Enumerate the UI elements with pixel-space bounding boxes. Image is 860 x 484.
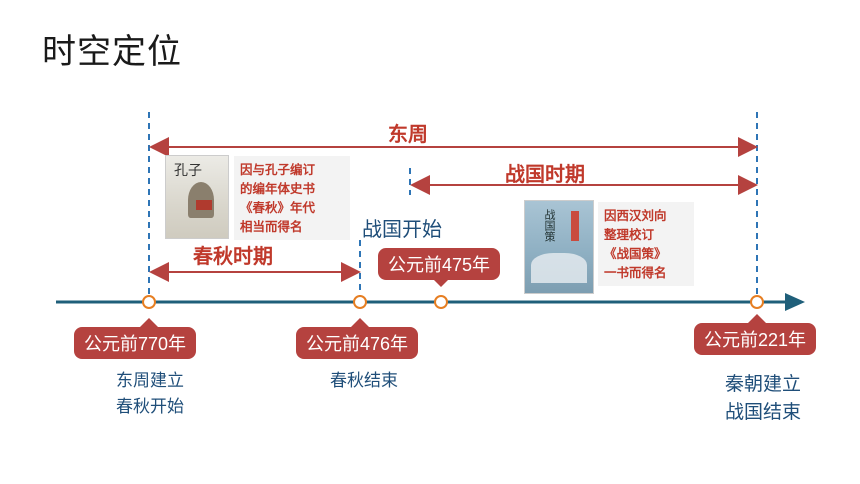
- date-pill-476-tail: [351, 318, 369, 327]
- event-476: 春秋结束: [318, 368, 410, 394]
- event-476-line-1: 春秋结束: [330, 371, 398, 391]
- event-770-line-2: 春秋开始: [116, 397, 184, 417]
- page-title: 时空定位: [42, 32, 182, 72]
- zhanguoce-note-line-1: 因西汉刘向: [604, 208, 667, 223]
- date-pill-476: 公元前476年: [296, 327, 419, 359]
- zhanguo-label: 战国时期: [505, 162, 585, 186]
- date-pill-770-tail: [140, 318, 158, 327]
- chunqiu-note-line-1: 因与孔子编订: [240, 162, 316, 177]
- zhanguoce-note-line-2: 整理校订: [604, 227, 655, 242]
- date-pill-770: 公元前770年: [74, 327, 197, 359]
- chunqiu-note: 因与孔子编订 的编年体史书 《春秋》年代 相当而得名: [234, 156, 350, 240]
- marker-221: [750, 295, 764, 309]
- marker-770: [142, 295, 156, 309]
- dongzhou-label: 东周: [388, 122, 428, 146]
- book-cover-text-icon: 孔子: [174, 163, 202, 179]
- event-221: 秦朝建立 战国结束: [708, 370, 818, 426]
- date-pill-221: 公元前221年: [694, 323, 817, 355]
- main-axis-arrowhead: [785, 293, 805, 311]
- event-770: 东周建立 春秋开始: [104, 368, 196, 420]
- date-pill-221-tail: [748, 314, 766, 323]
- zhanguoce-note-line-4: 一书而得名: [604, 265, 667, 280]
- date-pill-475-tail: [432, 278, 450, 287]
- chunqiu-label: 春秋时期: [193, 244, 273, 268]
- event-221-line-1: 秦朝建立: [724, 373, 801, 395]
- chunqiu-note-line-3: 《春秋》年代: [240, 200, 316, 215]
- event-770-line-1: 东周建立: [116, 371, 184, 391]
- chunqiu-note-line-4: 相当而得名: [240, 219, 303, 234]
- date-pill-475: 公元前475年: [378, 248, 501, 280]
- zhanguoce-book-image: 战国策: [524, 200, 594, 294]
- chunqiu-book-image: 孔子: [165, 155, 229, 239]
- chunqiu-note-line-2: 的编年体史书: [240, 181, 316, 196]
- book-seal-icon: [196, 200, 212, 210]
- zhanguo-start-label: 战国开始: [362, 217, 442, 241]
- zhanguoce-note-line-3: 《战国策》: [604, 246, 667, 261]
- zhanguoce-note: 因西汉刘向 整理校订 《战国策》 一书而得名: [598, 202, 694, 286]
- book-cover-stripe-icon: [571, 211, 579, 241]
- book-cover-title-icon: 战国策: [543, 209, 556, 242]
- marker-475: [434, 295, 448, 309]
- landscape-icon: [531, 253, 587, 283]
- marker-476: [353, 295, 367, 309]
- event-221-line-2: 战国结束: [724, 401, 801, 423]
